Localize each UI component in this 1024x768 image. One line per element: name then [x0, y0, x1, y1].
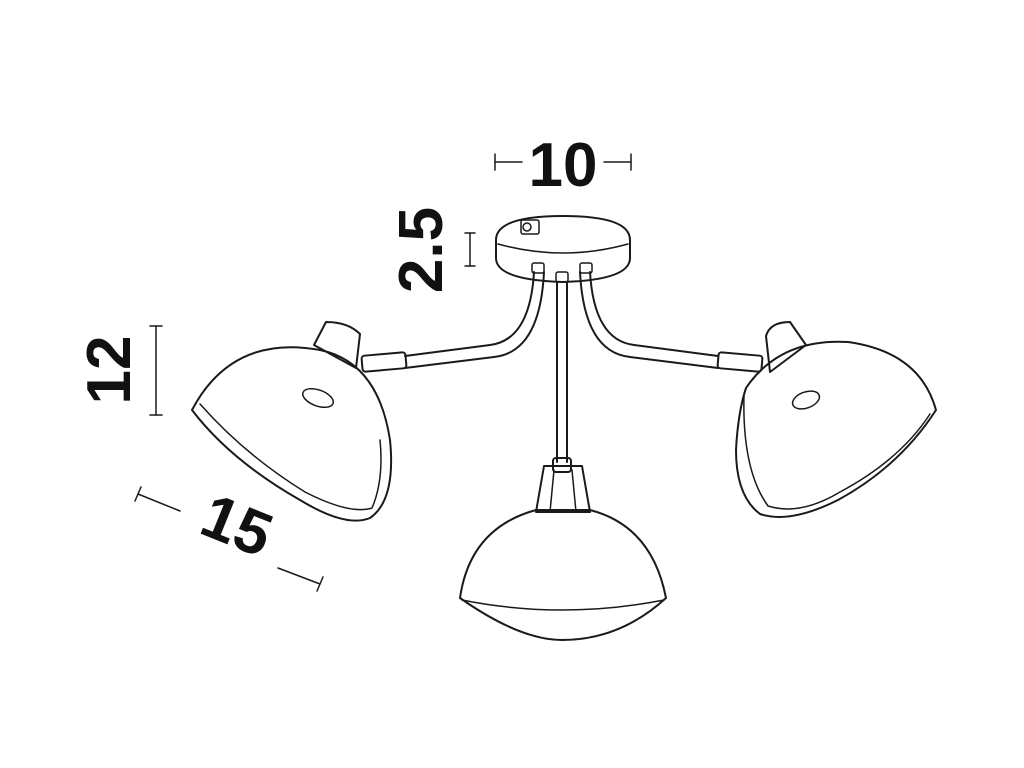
dimension-label-canopy-height: 2.5	[387, 207, 456, 293]
dimension-canopy-width: 10	[494, 131, 632, 200]
ceiling-canopy	[495, 215, 631, 283]
left-lamp-shade	[191, 321, 408, 522]
dimension-label-shade-diameter: 15	[192, 481, 282, 571]
dimension-canopy-height: 2.5	[387, 207, 476, 293]
center-lamp-shade	[459, 457, 667, 641]
arms	[404, 271, 719, 463]
right-lamp-shade	[716, 321, 937, 518]
dimension-label-shade-height: 12	[75, 336, 144, 405]
dimension-label-canopy-width: 10	[529, 131, 598, 200]
dimension-shade-height: 12	[75, 325, 163, 416]
